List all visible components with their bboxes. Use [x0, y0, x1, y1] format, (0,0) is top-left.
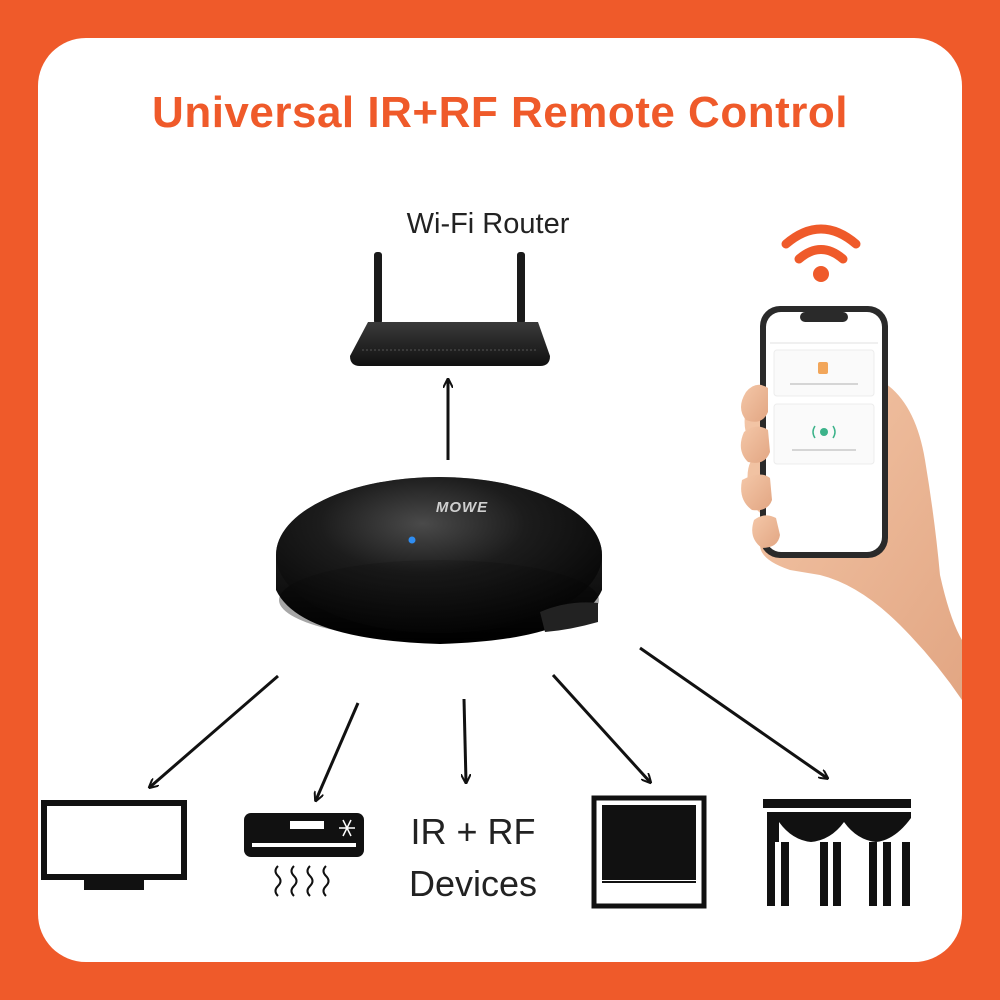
hub-logo: MOWE — [436, 499, 488, 516]
arrow-to-window — [551, 673, 650, 782]
diagram-scene: MOWE — [41, 224, 962, 909]
window-icon — [591, 795, 707, 909]
hand-with-smartphone — [740, 306, 962, 700]
router-antenna-right — [517, 252, 525, 324]
arrow-to-ac — [316, 702, 360, 800]
hub-status-led — [408, 536, 416, 544]
ir-rf-devices-label: IR + RF Devices — [388, 806, 558, 910]
page-title: Universal IR+RF Remote Control — [152, 88, 848, 137]
arrow-to-tv — [150, 674, 279, 787]
router-antenna-left — [374, 252, 382, 324]
ir-rf-line: IR + RF — [410, 811, 536, 852]
router-body — [350, 322, 550, 366]
arrow-to-devices — [464, 698, 466, 782]
curtain-icon — [763, 799, 911, 906]
diagram-card: Universal IR+RF Remote Control Wi-Fi Rou… — [38, 38, 962, 962]
air-conditioner-icon — [244, 813, 364, 897]
arrow-to-curtain — [639, 646, 827, 778]
wifi-router — [350, 252, 550, 366]
tv-icon — [41, 800, 187, 890]
devices-line: Devices — [408, 863, 538, 904]
ir-rf-hub: MOWE — [276, 477, 602, 644]
wifi-icon — [781, 224, 861, 282]
router-label: Wi-Fi Router — [406, 208, 570, 240]
